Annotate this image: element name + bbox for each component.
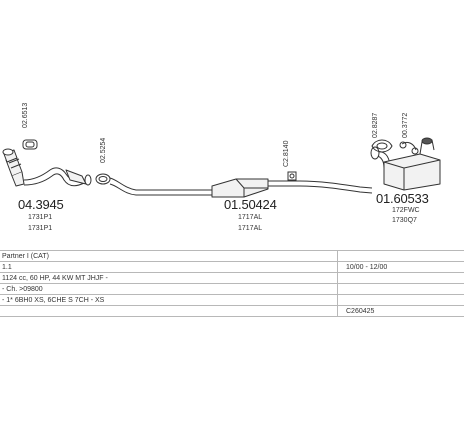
part-code-p1-b: 1731P1 <box>28 225 53 232</box>
info-model-right <box>337 250 464 262</box>
table-row: Partner I (CAT) <box>0 250 464 262</box>
small-part-number-s3: C2.8140 <box>283 140 290 167</box>
info-engine: 1.1 <box>0 261 338 273</box>
table-row: - Ch. >09800 <box>0 283 464 295</box>
info-types-right <box>337 294 464 306</box>
part-rear-silencer <box>370 137 441 191</box>
small-part-number-s5: 00.3772 <box>402 112 409 138</box>
part-number-p3: 01.60533 <box>376 191 429 206</box>
table-row: C260425 <box>0 305 464 317</box>
info-blank <box>0 305 338 317</box>
info-date-range: 10/00 - 12/00 <box>337 261 464 273</box>
table-row: 1.1 10/00 - 12/00 <box>0 261 464 273</box>
part-ring-gasket-s2 <box>95 173 111 185</box>
part-code-p3-a: 172FWC <box>392 207 420 214</box>
exhaust-system-diagram <box>2 137 441 198</box>
info-spec-right <box>337 272 464 284</box>
part-code-p3-b: 1730Q7 <box>392 217 417 224</box>
small-part-number-s1: 02.6513 <box>22 102 29 128</box>
part-code-p1-a: 1731P1 <box>28 214 53 221</box>
part-number-p1: 04.3945 <box>18 197 64 212</box>
vehicle-info-table: Partner I (CAT) 1.1 10/00 - 12/00 1124 c… <box>0 250 464 317</box>
part-rubber-mount-s5 <box>399 141 419 155</box>
small-part-number-s2: 02.5254 <box>100 137 107 163</box>
info-chassis: - Ch. >09800 <box>0 283 338 295</box>
part-code-p2-a: 1717AL <box>238 214 263 221</box>
table-row: 1124 cc, 60 HP, 44 KW MT JHJF - <box>0 272 464 284</box>
part-number-p2: 01.50424 <box>224 197 277 212</box>
info-types: - 1* 6BH0 XS, 6CHE S 7CH - XS <box>0 294 338 306</box>
part-gasket-s1 <box>22 139 38 150</box>
part-code-p2-b: 1717AL <box>238 225 263 232</box>
table-row: - 1* 6BH0 XS, 6CHE S 7CH - XS <box>0 294 464 306</box>
part-clamp-s4 <box>371 139 393 153</box>
part-bracket-s3 <box>287 171 297 181</box>
info-model: Partner I (CAT) <box>0 250 338 262</box>
info-spec: 1124 cc, 60 HP, 44 KW MT JHJF - <box>0 272 338 284</box>
small-part-number-s4: 02.8287 <box>372 112 379 138</box>
part-centre-silencer <box>109 177 373 198</box>
part-catalytic-converter <box>2 148 92 187</box>
info-chassis-right <box>337 283 464 295</box>
info-catalog-code: C260425 <box>337 305 464 317</box>
